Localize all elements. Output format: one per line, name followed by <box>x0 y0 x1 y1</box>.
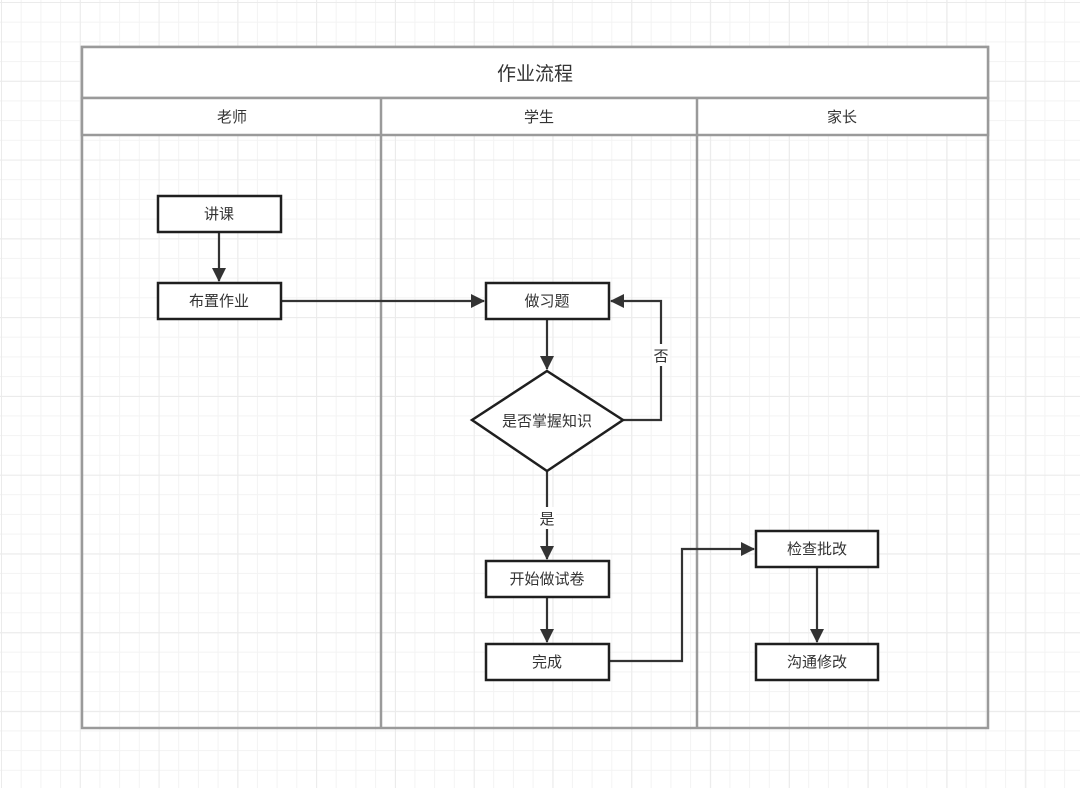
node-lecture-label: 讲课 <box>204 205 234 223</box>
node-exercise-label: 做习题 <box>524 292 569 310</box>
lane-header-row <box>80 96 990 137</box>
edge-label-yes-bg <box>538 507 556 529</box>
node-assign[interactable]: 布置作业 <box>156 281 283 321</box>
lane-header-parent[interactable]: 家长 <box>827 108 857 126</box>
node-exam[interactable]: 开始做试卷 <box>484 559 611 599</box>
edge-label-no-bg <box>652 344 670 366</box>
node-assign-label: 布置作业 <box>189 292 249 310</box>
node-communicate-label: 沟通修改 <box>787 653 847 671</box>
edge-label-yes: 是 <box>539 510 554 528</box>
node-decision-label: 是否掌握知识 <box>502 412 592 430</box>
node-exercise[interactable]: 做习题 <box>484 281 611 321</box>
nodes: 讲课 布置作业 做习题 是否掌握知识 开始做试卷 完成 检查批改 沟通修改 <box>156 194 880 682</box>
node-lecture[interactable]: 讲课 <box>156 194 283 234</box>
node-communicate[interactable]: 沟通修改 <box>754 642 880 682</box>
pool-title[interactable]: 作业流程 <box>497 63 573 85</box>
node-done-label: 完成 <box>532 653 562 671</box>
edges: 否 是 <box>212 232 824 663</box>
node-check-label: 检查批改 <box>787 540 847 558</box>
edge-done-to-check[interactable] <box>609 542 755 663</box>
node-exam-label: 开始做试卷 <box>509 570 584 588</box>
node-decision[interactable]: 是否掌握知识 <box>469 369 626 473</box>
node-check[interactable]: 检查批改 <box>754 529 880 569</box>
lane-header-teacher[interactable]: 老师 <box>217 108 247 126</box>
pool: 作业流程 老师 学生 家长 <box>80 45 990 730</box>
edge-label-no: 否 <box>653 347 668 365</box>
node-done[interactable]: 完成 <box>484 642 611 682</box>
lane-header-student[interactable]: 学生 <box>524 108 554 126</box>
